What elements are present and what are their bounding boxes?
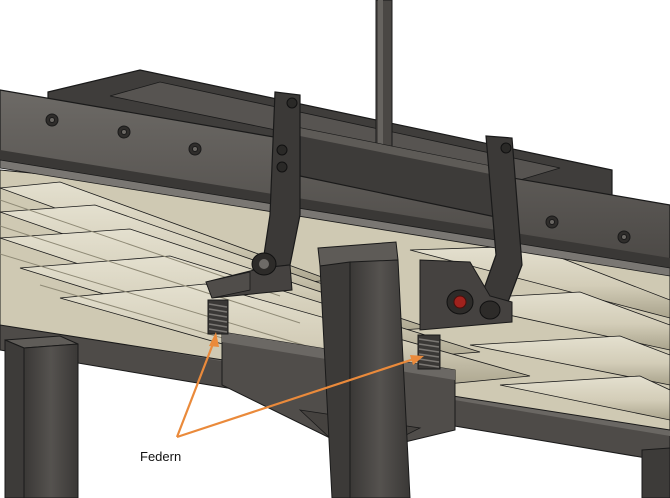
bolt-icon [117,125,131,139]
callout-label-federn: Federn [140,449,182,464]
support-post-center [317,241,411,498]
bolt-icon [45,113,59,127]
support-post-left [4,335,79,498]
pivot-pin-red [453,295,467,309]
support-post-right [641,447,670,498]
hanger-arm-right [419,135,523,331]
vertical-rod [375,0,393,161]
beam-bolts [45,113,631,244]
callout-arrows [175,332,424,439]
arrowhead-right [410,355,424,365]
spring-left [207,299,229,335]
bolt-icon [545,215,559,229]
bolt-icon [617,230,631,244]
spring-right [417,334,441,370]
arrowhead-left [209,332,219,347]
callout-line-left [175,335,218,438]
hanger-arm-left [205,91,301,299]
callout-line-right [176,355,421,439]
bolt-icon [188,142,202,156]
